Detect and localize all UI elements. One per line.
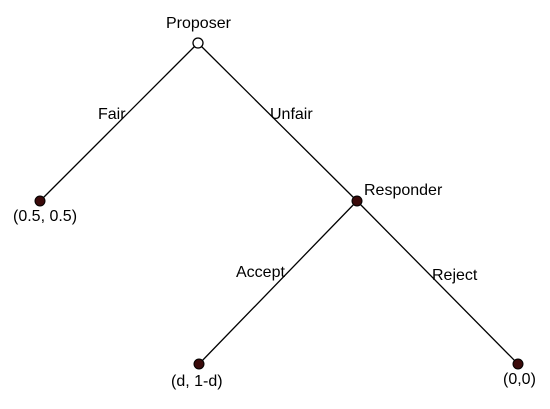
reject-payoff-label: (0,0) bbox=[503, 371, 536, 388]
responder-label: Responder bbox=[364, 182, 443, 199]
edge-reject bbox=[356, 200, 519, 365]
proposer-label: Proposer bbox=[166, 15, 232, 32]
accept-edge-label: Accept bbox=[236, 264, 285, 281]
fair-payoff-label: (0.5, 0.5) bbox=[13, 208, 77, 225]
unfair-edge-label: Unfair bbox=[270, 106, 313, 123]
accept-payoff-label: (d, 1-d) bbox=[171, 373, 223, 390]
edge-unfair bbox=[197, 42, 358, 202]
reject-terminal-node bbox=[512, 358, 524, 370]
reject-edge-label: Reject bbox=[432, 267, 478, 284]
proposer-node bbox=[192, 37, 204, 49]
edge-accept bbox=[198, 200, 358, 365]
fair-terminal-node bbox=[34, 195, 46, 207]
edge-fair bbox=[39, 42, 199, 202]
responder-node bbox=[351, 195, 363, 207]
fair-edge-label: Fair bbox=[98, 106, 126, 123]
accept-terminal-node bbox=[193, 358, 205, 370]
